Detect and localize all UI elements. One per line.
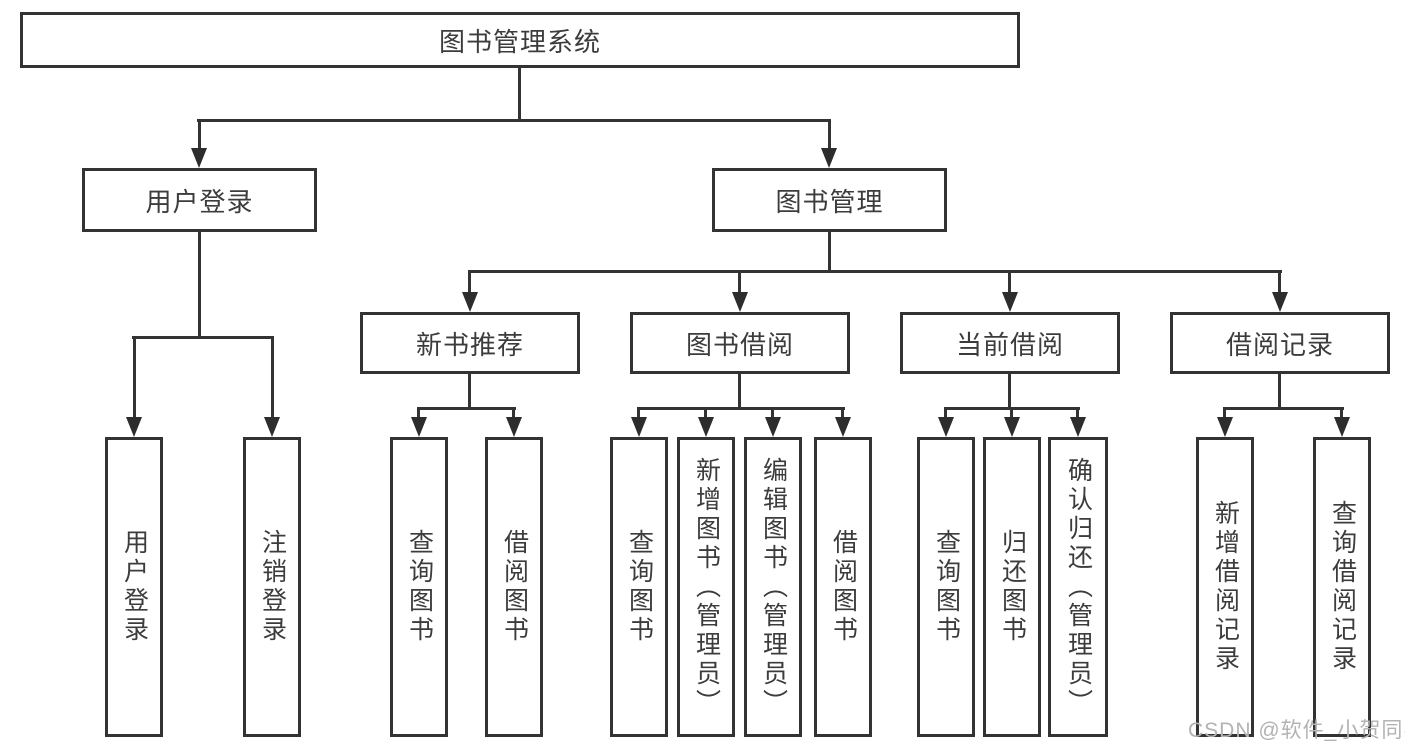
arrow-down-icon xyxy=(938,417,954,437)
arrow-down-icon xyxy=(126,417,142,437)
leaf-label: 新增图书（管理员） xyxy=(692,456,721,718)
connector xyxy=(198,119,201,151)
connector xyxy=(771,407,774,420)
leaf-edit-book-admin: 编辑图书（管理员） xyxy=(744,437,802,737)
leaf-label: 确认归还（管理员） xyxy=(1064,456,1093,718)
leaf-borrow-books-borrowing: 借阅图书 xyxy=(814,437,872,737)
leaf-label: 借阅图书 xyxy=(829,529,858,645)
connector xyxy=(468,372,471,410)
connector xyxy=(468,270,471,296)
arrow-down-icon xyxy=(698,417,714,437)
leaf-label: 归还图书 xyxy=(998,529,1027,645)
leaf-user-login: 用户登录 xyxy=(105,437,163,737)
arrow-down-icon xyxy=(191,148,207,168)
connector xyxy=(133,336,136,420)
connector xyxy=(1008,270,1011,296)
leaf-label: 查询图书 xyxy=(932,529,961,645)
arrow-down-icon xyxy=(1334,417,1350,437)
arrow-down-icon xyxy=(1272,292,1288,312)
connector xyxy=(512,407,515,420)
arrow-down-icon xyxy=(1070,417,1086,437)
connector xyxy=(704,407,707,420)
connector xyxy=(197,119,831,122)
connector xyxy=(1223,407,1226,420)
connector xyxy=(518,68,521,120)
arrow-down-icon xyxy=(264,417,280,437)
leaf-return-book: 归还图书 xyxy=(983,437,1041,737)
arrow-down-icon xyxy=(631,417,647,437)
leaf-query-books-current: 查询图书 xyxy=(917,437,975,737)
leaf-label: 注销登录 xyxy=(258,529,287,645)
leaf-label: 查询图书 xyxy=(405,529,434,645)
connector xyxy=(1010,407,1013,420)
connector xyxy=(198,232,201,338)
connector xyxy=(1008,372,1011,410)
leaf-add-book-admin: 新增图书（管理员） xyxy=(677,437,735,737)
node-new-book-recommendation: 新书推荐 xyxy=(360,312,580,374)
leaf-borrow-books-newbook: 借阅图书 xyxy=(485,437,543,737)
connector xyxy=(1278,372,1281,410)
connector xyxy=(637,407,640,420)
connector xyxy=(271,336,274,420)
csdn-watermark: CSDN @软件_小贺同学 xyxy=(1188,719,1405,742)
leaf-label: 编辑图书（管理员） xyxy=(759,456,788,718)
node-book-borrowing: 图书借阅 xyxy=(630,312,850,374)
connector xyxy=(132,336,273,339)
leaf-query-books-borrowing: 查询图书 xyxy=(610,437,668,737)
leaf-query-borrow-record: 查询借阅记录 xyxy=(1313,437,1371,737)
leaf-label: 查询图书 xyxy=(625,529,654,645)
connector xyxy=(841,407,844,420)
leaf-label: 借阅图书 xyxy=(500,529,529,645)
leaf-label: 查询借阅记录 xyxy=(1328,500,1357,674)
leaf-confirm-return-admin: 确认归还（管理员） xyxy=(1048,437,1108,737)
connector xyxy=(738,270,741,296)
arrow-down-icon xyxy=(411,417,427,437)
connector xyxy=(1340,407,1343,420)
arrow-down-icon xyxy=(1004,417,1020,437)
connector xyxy=(1223,407,1344,410)
connector xyxy=(828,119,831,151)
leaf-logout: 注销登录 xyxy=(243,437,301,737)
arrow-down-icon xyxy=(1002,292,1018,312)
connector xyxy=(417,407,420,420)
connector xyxy=(828,232,831,273)
node-current-borrowing: 当前借阅 xyxy=(900,312,1120,374)
arrow-down-icon xyxy=(462,292,478,312)
leaf-label: 新增借阅记录 xyxy=(1211,500,1240,674)
node-book-management: 图书管理 xyxy=(712,168,947,232)
node-borrowing-records: 借阅记录 xyxy=(1170,312,1390,374)
arrow-down-icon xyxy=(835,417,851,437)
arrow-down-icon xyxy=(506,417,522,437)
connector xyxy=(637,407,845,410)
connector xyxy=(1278,270,1281,296)
leaf-add-borrow-record: 新增借阅记录 xyxy=(1196,437,1254,737)
connector xyxy=(417,407,516,410)
connector xyxy=(738,372,741,410)
connector xyxy=(944,407,947,420)
arrow-down-icon xyxy=(1217,417,1233,437)
connector xyxy=(1076,407,1079,420)
node-user-login: 用户登录 xyxy=(82,168,317,232)
arrow-down-icon xyxy=(821,148,837,168)
connector xyxy=(468,270,1282,273)
arrow-down-icon xyxy=(732,292,748,312)
arrow-down-icon xyxy=(765,417,781,437)
node-system-root: 图书管理系统 xyxy=(20,12,1020,68)
leaf-label: 用户登录 xyxy=(120,529,149,645)
leaf-query-books-newbook: 查询图书 xyxy=(390,437,448,737)
